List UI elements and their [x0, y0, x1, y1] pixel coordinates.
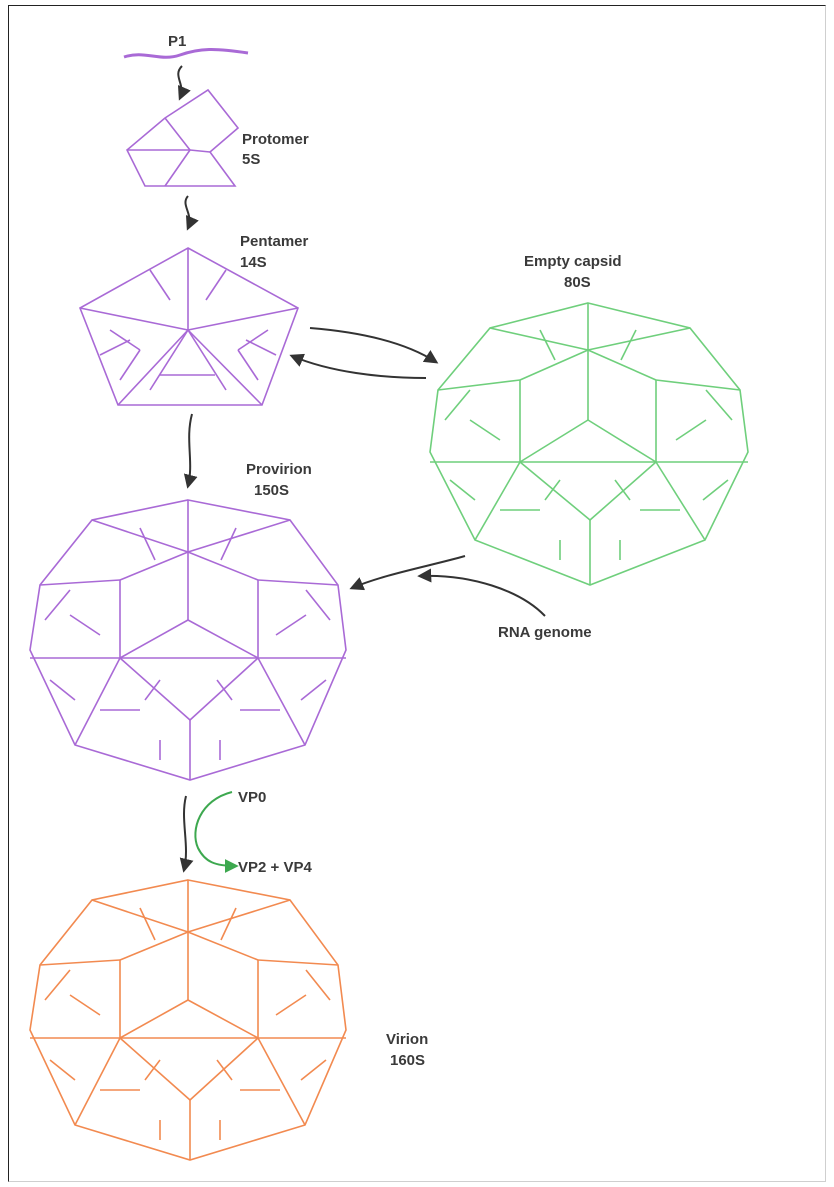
empty-capsid-sedimentation-label: 80S — [564, 274, 591, 291]
arrow-pentamer-to-provirion — [188, 414, 192, 486]
protomer-sedimentation-label: 5S — [242, 151, 260, 168]
p1-polypeptide-line — [124, 49, 248, 57]
protomer-shape — [127, 90, 238, 186]
arrow-protomer-to-pentamer — [185, 196, 189, 228]
empty-capsid-name-label: Empty capsid — [524, 253, 622, 270]
virion-name-label: Virion — [386, 1031, 428, 1048]
vp2-vp4-label: VP2 + VP4 — [238, 859, 312, 876]
vp0-label: VP0 — [238, 789, 266, 806]
empty-capsid-shape — [430, 303, 748, 585]
arrow-provirion-to-virion — [184, 796, 186, 870]
pentamer-sedimentation-label: 14S — [240, 254, 267, 271]
pentamer-name-label: Pentamer — [240, 233, 309, 250]
provirion-name-label: Provirion — [246, 461, 312, 478]
arrow-pentamer-to-empty-capsid — [310, 328, 436, 362]
arrow-rna-genome — [420, 576, 545, 616]
virion-shape — [30, 880, 346, 1160]
provirion-sedimentation-label: 150S — [254, 482, 289, 499]
p1-label: P1 — [168, 33, 186, 50]
arrow-vp0-cleavage — [195, 792, 236, 866]
arrow-p1-to-protomer — [178, 66, 182, 98]
arrow-empty-capsid-to-provirion — [352, 556, 465, 588]
provirion-shape — [30, 500, 346, 780]
rna-genome-label: RNA genome — [498, 624, 592, 641]
virion-sedimentation-label: 160S — [390, 1052, 425, 1069]
protomer-name-label: Protomer — [242, 131, 309, 148]
arrow-empty-capsid-to-pentamer — [292, 356, 426, 378]
pentamer-shape — [80, 248, 298, 405]
